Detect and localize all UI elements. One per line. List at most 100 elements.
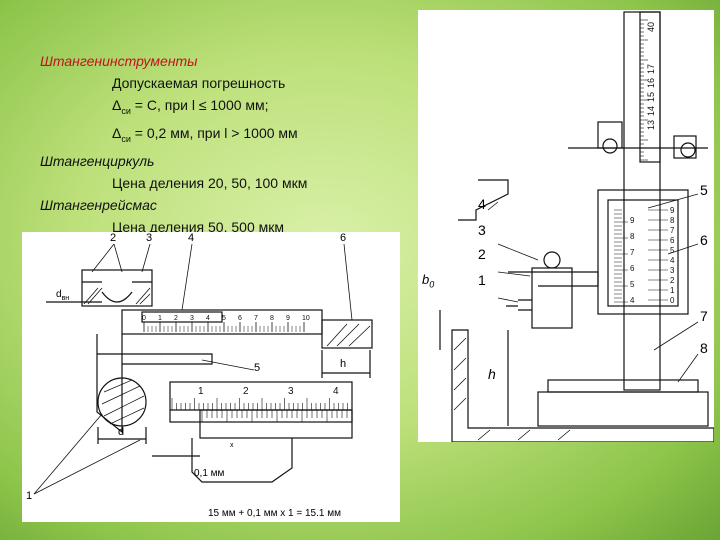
scriber-upper (458, 179, 509, 221)
callout-4: 4 (188, 232, 195, 244)
hg-vernier-label: 4 (670, 256, 675, 265)
hg-callout-3: 3 (478, 222, 486, 238)
detail-scale-label: 4 (333, 386, 339, 397)
hg-main-label: 40 (646, 22, 656, 32)
round-workpiece (97, 377, 147, 427)
main-scale-label: 9 (286, 315, 290, 322)
heading-height-gauge: Штангенрейсмас (40, 196, 157, 213)
callout-5: 5 (254, 362, 261, 374)
hg-callout-5: 5 (700, 182, 708, 198)
hg-vernier-label: 3 (670, 266, 675, 275)
error-label: Допускаемая погрешность (112, 75, 286, 91)
hg-vernier-label: 7 (670, 226, 675, 235)
main-scale-label: 7 (254, 315, 258, 322)
height-main-scale: 13 14 15 16 17 40 (640, 19, 656, 161)
hg-vernier-label: 8 (670, 216, 675, 225)
slider-frame (597, 189, 689, 315)
hg-callout-4: 4 (478, 196, 486, 212)
main-scale-label: 2 (174, 315, 178, 322)
hg-side-label: 8 (630, 232, 635, 241)
hg-side-label: 4 (630, 296, 635, 305)
hg-callout-7: 7 (700, 308, 708, 324)
heading-instruments: Штангенинструменты (40, 53, 198, 69)
hg-callout-6: 6 (700, 232, 708, 248)
hg-side-label: 6 (630, 264, 635, 273)
hg-vernier-label: 9 (670, 206, 675, 215)
fine-clamp-left (597, 121, 623, 149)
hg-callout-1: 1 (478, 272, 486, 288)
hg-vernier-label: 5 (670, 246, 675, 255)
h-label: h (488, 366, 496, 382)
callout-3: 3 (146, 232, 153, 244)
main-scale-strip (639, 11, 661, 163)
jaw-hatching (83, 287, 151, 305)
holder-screw (543, 251, 561, 269)
clamp-screw-left (602, 138, 618, 154)
outer-jaw (96, 334, 123, 434)
fine-clamp-right (673, 135, 697, 159)
main-scale-label: 3 (190, 315, 194, 322)
hg-side-label: 7 (630, 248, 635, 257)
hg-callout-8: 8 (700, 340, 708, 356)
hg-side-label: 9 (630, 216, 635, 225)
scriber-tip (506, 299, 532, 311)
depth-hatching (326, 323, 371, 347)
holder-block (531, 267, 573, 329)
caliper-division: Цена деления 20, 50, 100 мкм (112, 174, 308, 191)
hg-main-label: 15 (646, 92, 656, 102)
hg-main-label: 14 (646, 106, 656, 116)
clamp-screw-right (680, 142, 696, 158)
heading-caliper: Штангенциркуль (40, 152, 155, 169)
detail-jaw (191, 438, 293, 483)
hg-vernier-label: 2 (670, 276, 675, 285)
hg-main-label: 17 (646, 64, 656, 74)
base-top (547, 379, 699, 393)
callout-1: 1 (26, 490, 33, 502)
depth-rod-block (321, 319, 373, 349)
error-line-1: Δси = C, при l ≤ 1000 мм; (112, 97, 269, 116)
detail-x-label: x (230, 442, 234, 449)
hg-main-label: 16 (646, 78, 656, 88)
callout-leaders (33, 243, 353, 495)
detail-resolution: 0,1 мм (194, 468, 225, 479)
dbn-label: dвн (56, 289, 70, 302)
main-scale-label: 8 (270, 315, 274, 322)
workpiece-hatching (101, 379, 145, 425)
vernier-window (607, 199, 679, 307)
hg-vernier-label: 1 (670, 286, 675, 295)
main-scale-label: 5 (222, 315, 226, 322)
hg-callout-2: 2 (478, 246, 486, 262)
detail-main-scale-box (169, 381, 353, 423)
slider-body (97, 353, 213, 365)
slider-window (141, 311, 223, 323)
arm (508, 271, 599, 287)
hg-side-label: 5 (630, 280, 635, 289)
main-scale-label: 1 (158, 315, 162, 322)
detail-scale-label: 3 (288, 386, 294, 397)
main-scale-label: 0 (142, 315, 146, 322)
height-gauge-division: Цена деления 50, 500 мкм (112, 218, 284, 235)
callout-2: 2 (110, 232, 117, 244)
text-block: Штангенинструменты Допускаемая погрешнос… (40, 50, 420, 238)
detail-scale-label: 1 (198, 386, 204, 397)
height-callout-leaders (487, 193, 699, 383)
base (537, 391, 709, 427)
detail-vernier-box (199, 409, 353, 439)
plate-hatching (453, 337, 571, 441)
hg-vernier-label: 6 (670, 236, 675, 245)
main-scale-label: 4 (206, 315, 210, 322)
callout-6: 6 (340, 232, 347, 244)
d-label: d (118, 426, 125, 438)
inner-jaw-block (81, 269, 153, 307)
hg-main-label: 13 (646, 120, 656, 130)
main-scale-label: 6 (238, 315, 242, 322)
error-line-2: Δси = 0,2 мм, при l > 1000 мм (112, 124, 298, 144)
inner-jaw-tip (101, 291, 133, 303)
